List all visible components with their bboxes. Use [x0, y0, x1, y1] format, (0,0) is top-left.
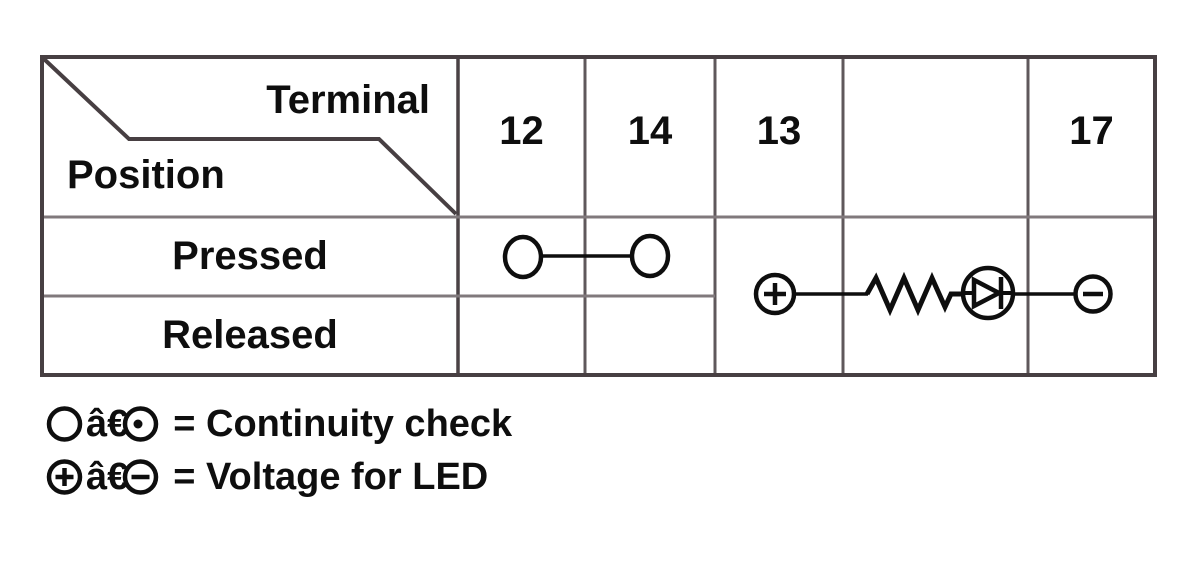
column-header-17: 17	[1069, 109, 1114, 153]
row-label-released: Released	[162, 313, 338, 357]
corner-diagonal-divider	[42, 57, 458, 216]
resistor-icon	[864, 271, 963, 317]
corner-position-label: Position	[67, 153, 225, 197]
continuity-symbol	[502, 233, 671, 280]
diode-icon	[960, 265, 1016, 321]
legend-continuity: â€ = Continuity check	[46, 403, 512, 445]
circled-minus-icon	[123, 459, 159, 495]
legend-voltage: â€ = Voltage for LED	[46, 456, 488, 498]
column-header-blank	[843, 106, 1028, 156]
circled-plus-icon	[46, 459, 83, 495]
circled-dot-icon	[123, 406, 159, 442]
legend-separator: â€	[86, 403, 129, 445]
legend-separator: â€	[86, 456, 129, 498]
legend-continuity-text: = Continuity check	[173, 403, 513, 445]
column-header-14: 14	[627, 109, 673, 153]
led-circuit-symbol	[753, 265, 1113, 321]
legend-voltage-text: = Voltage for LED	[173, 456, 489, 498]
minus-terminal-icon	[1073, 274, 1113, 314]
circle-icon	[46, 406, 83, 442]
column-header-12: 12	[499, 109, 544, 153]
plus-terminal-icon	[753, 272, 797, 316]
table-grid	[40, 55, 1157, 377]
column-header-13: 13	[756, 109, 802, 153]
corner-terminal-label: Terminal	[266, 78, 430, 122]
row-label-pressed: Pressed	[172, 234, 328, 278]
